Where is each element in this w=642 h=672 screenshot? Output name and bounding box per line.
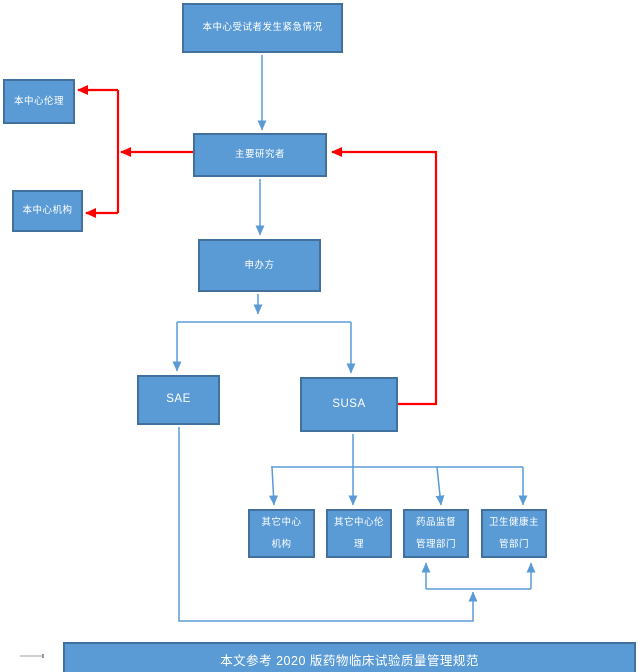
connector-fanout-to-other-institution: [269, 466, 278, 506]
node-sponsor-label: 申办方: [244, 259, 275, 271]
node-center-institution: 本中心机构: [12, 190, 83, 232]
connector-susa-to-pi: [331, 147, 438, 406]
node-pi: 主要研究者: [193, 133, 327, 177]
node-sae-label: SAE: [166, 393, 191, 406]
node-pi-label: 主要研究者: [234, 149, 285, 161]
node-other-institution: 其它中心 机构: [248, 509, 315, 558]
node-susa: SUSA: [300, 377, 398, 432]
node-center-institution-label: 本中心机构: [22, 205, 73, 217]
node-sponsor: 申办方: [198, 239, 321, 292]
footer-reference-banner: 本文参考 2020 版药物临床试验质量管理规范: [63, 642, 636, 672]
node-other-institution-label: 其它中心 机构: [261, 516, 302, 550]
node-sae: SAE: [137, 375, 220, 425]
node-other-ethics-label: 其它中心伦 理: [333, 516, 384, 550]
node-health-admin: 卫生健康主 管部门: [481, 509, 547, 558]
node-other-ethics: 其它中心伦 理: [326, 509, 392, 558]
node-drug-admin-label: 药品监督 管理部门: [415, 516, 456, 550]
connector-fanout-to-drug-admin: [435, 466, 445, 506]
footer-reference-label: 本文参考 2020 版药物临床试验质量管理规范: [220, 653, 479, 668]
node-drug-admin: 药品监督 管理部门: [403, 509, 469, 558]
scrollbar-artifact: [20, 654, 44, 658]
node-emergency: 本中心受试者发生紧急情况: [182, 3, 343, 53]
node-emergency-label: 本中心受试者发生紧急情况: [202, 22, 323, 34]
node-center-ethics: 本中心伦理: [3, 79, 75, 124]
node-health-admin-label: 卫生健康主 管部门: [488, 516, 539, 550]
node-center-ethics-label: 本中心伦理: [13, 95, 64, 107]
node-susa-label: SUSA: [332, 397, 366, 410]
